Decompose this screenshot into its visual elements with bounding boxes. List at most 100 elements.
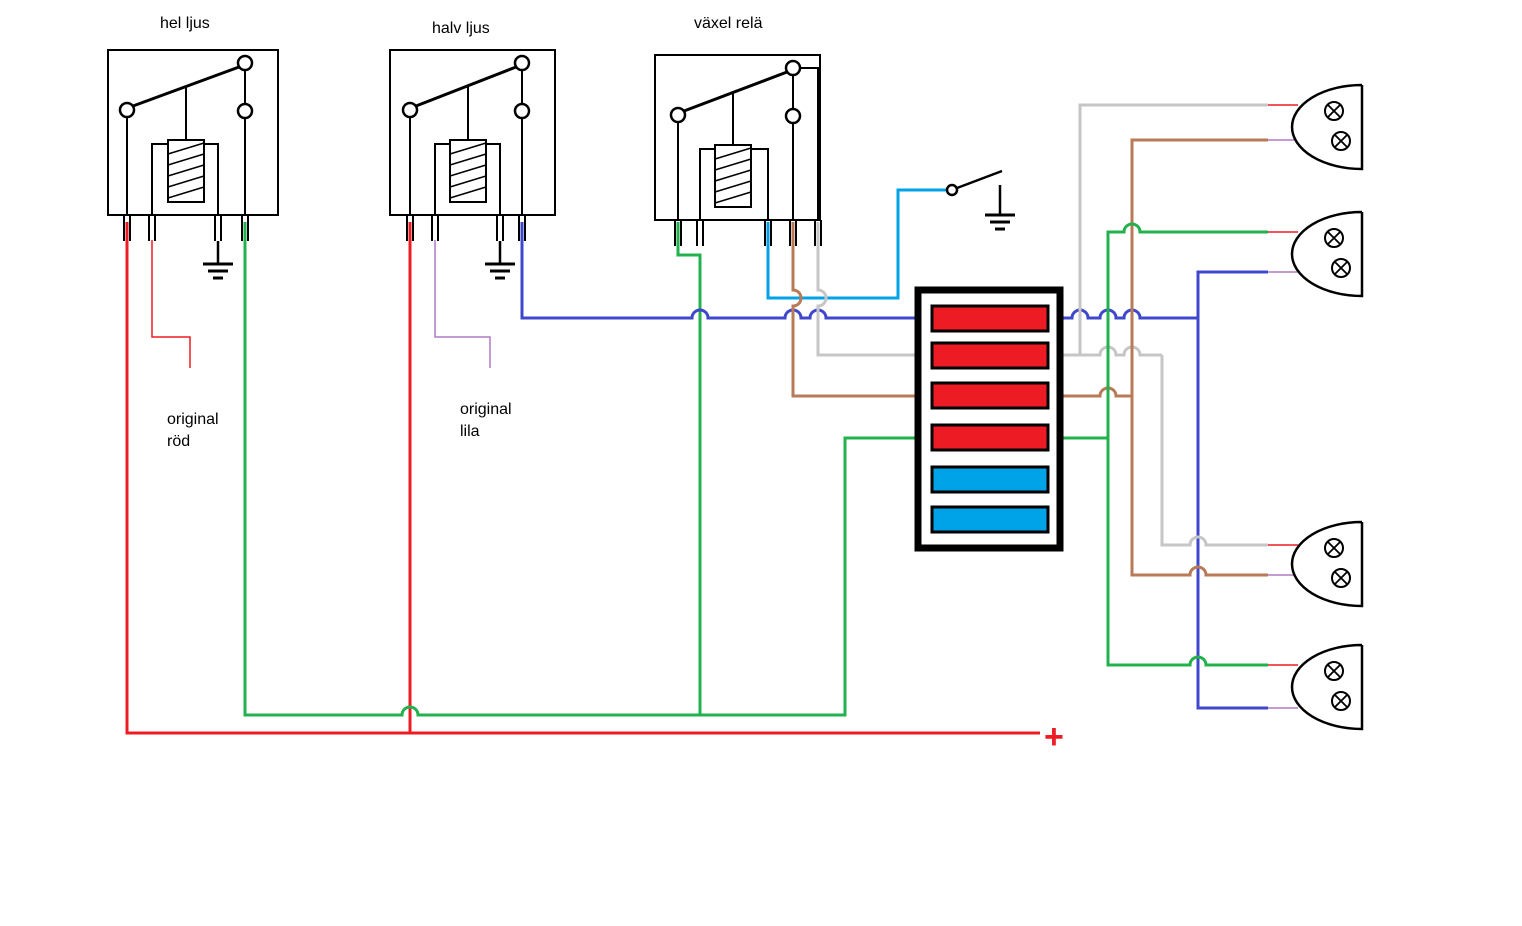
wire-original-lila [434, 240, 491, 368]
lamp-2 [1290, 210, 1364, 298]
diagram-line [1326, 103, 1342, 119]
wires [125, 103, 1298, 735]
fuse-6 [930, 505, 1050, 534]
diagram-line [714, 169, 752, 182]
diagram-line [167, 153, 205, 166]
coil-lead [151, 143, 168, 215]
bulb-icon [1331, 568, 1351, 588]
bulb-icon [1324, 538, 1344, 558]
diagram-line [1333, 570, 1349, 586]
diagram-line [449, 186, 487, 199]
diagram-line [1333, 133, 1349, 149]
diagram-line [1326, 663, 1342, 679]
relay-vaxel-rela: växel relä [654, 15, 822, 246]
diagram-line [415, 65, 517, 108]
diagram-line [956, 169, 1003, 190]
plus-sign: + [1044, 718, 1064, 756]
ground-symbols [203, 185, 1015, 280]
diagram-line [1326, 540, 1342, 556]
fuse-1 [930, 304, 1050, 333]
wire-original-rod [151, 240, 191, 368]
contact-circle [118, 101, 136, 119]
bulb-icon [1331, 258, 1351, 278]
diagram-line [167, 175, 205, 188]
coil-lead [434, 143, 450, 215]
contact-circle [784, 59, 802, 77]
contact-circle [784, 107, 802, 125]
extra-terminal-lead [800, 67, 819, 220]
contact-circle [236, 102, 254, 120]
toggle-switch [945, 169, 1003, 197]
lamp-housing [1290, 643, 1364, 731]
lamp-4 [1290, 643, 1364, 731]
wire-vaxelrela-gray-to-fuse2 [816, 222, 920, 357]
note-original-rod-line-1: original [167, 411, 219, 428]
fuse-box-body [914, 286, 1064, 552]
diagram-line [449, 175, 487, 188]
wire-brown-to-lamp3 [1130, 396, 1268, 577]
lamp-3 [1290, 520, 1364, 608]
note-original-lila-line-1: original [460, 401, 512, 418]
wire-vaxelrela-green-join [676, 222, 702, 715]
contact-circle [401, 101, 419, 119]
wire-halvljus-blue-to-fuse1 [520, 222, 920, 320]
relay-vaxel-rela-label: växel relä [694, 15, 763, 32]
bulb-icon [1331, 691, 1351, 711]
contact-circle [669, 106, 687, 124]
relay-hel-ljus-body [107, 49, 279, 216]
relay-halv-ljus: halv ljus [389, 20, 556, 241]
diagram-line [714, 180, 752, 193]
diagram-line [132, 65, 240, 108]
relay-hel-ljus: hel ljus [107, 15, 279, 241]
diagram-line [683, 70, 788, 113]
bulb-icon [1324, 228, 1344, 248]
diagram-line [714, 158, 752, 171]
lamp-housing [1290, 520, 1364, 608]
wire-vaxelrela-brown-to-fuse3 [791, 222, 920, 398]
wire-blue-to-lamp4 [1196, 318, 1268, 710]
diagram-line [1326, 230, 1342, 246]
note-original-lila-line-2: lila [460, 423, 480, 440]
wire-fuse2-out-gray [1059, 345, 1162, 357]
note-original-rod-line-2: röd [167, 433, 190, 450]
fuse-2 [930, 341, 1050, 370]
switch-pivot [945, 183, 959, 197]
wire-green-to-lamp4 [1106, 438, 1268, 667]
relay-vaxel-rela-body [654, 54, 821, 221]
diagram-line [1333, 693, 1349, 709]
lamp-1 [1290, 83, 1364, 171]
annotations: original röd original lila + [167, 401, 1064, 756]
coil-lead [486, 143, 501, 215]
contact-circle [236, 54, 254, 72]
contact-circle [513, 102, 531, 120]
relay-hel-ljus-label: hel ljus [160, 15, 210, 32]
fuse-5 [930, 465, 1050, 494]
diagram-line [449, 164, 487, 177]
diagram-line [449, 153, 487, 166]
wire-helljus-plus-feed [125, 222, 1040, 735]
wire-fuse3-out-brown [1059, 386, 1132, 398]
wire-brown-to-lamp1 [1130, 138, 1268, 396]
fuse-4 [930, 423, 1050, 452]
fuse-3 [930, 381, 1050, 410]
lamp-housing [1290, 210, 1364, 298]
diagram-line [449, 142, 487, 155]
bulb-icon [1331, 131, 1351, 151]
relay-halv-ljus-label: halv ljus [432, 20, 490, 37]
wire-gray-to-lamp3 [1160, 355, 1268, 547]
contact-circle [513, 54, 531, 72]
bulb-icon [1324, 101, 1344, 121]
coil-lead [751, 148, 769, 220]
wire-gray-to-lamp1 [1078, 103, 1268, 355]
fuse-box [914, 286, 1064, 552]
wire-vaxelrela-cyan-to-switch [766, 188, 947, 300]
diagram-line [714, 191, 752, 204]
coil-lead [699, 148, 715, 220]
lamp-housing [1290, 83, 1364, 171]
diagram-line [714, 147, 752, 160]
relay-halv-ljus-body [389, 49, 556, 216]
diagram-line [167, 142, 205, 155]
wire-helljus-green-to-fuse4 [243, 222, 920, 717]
